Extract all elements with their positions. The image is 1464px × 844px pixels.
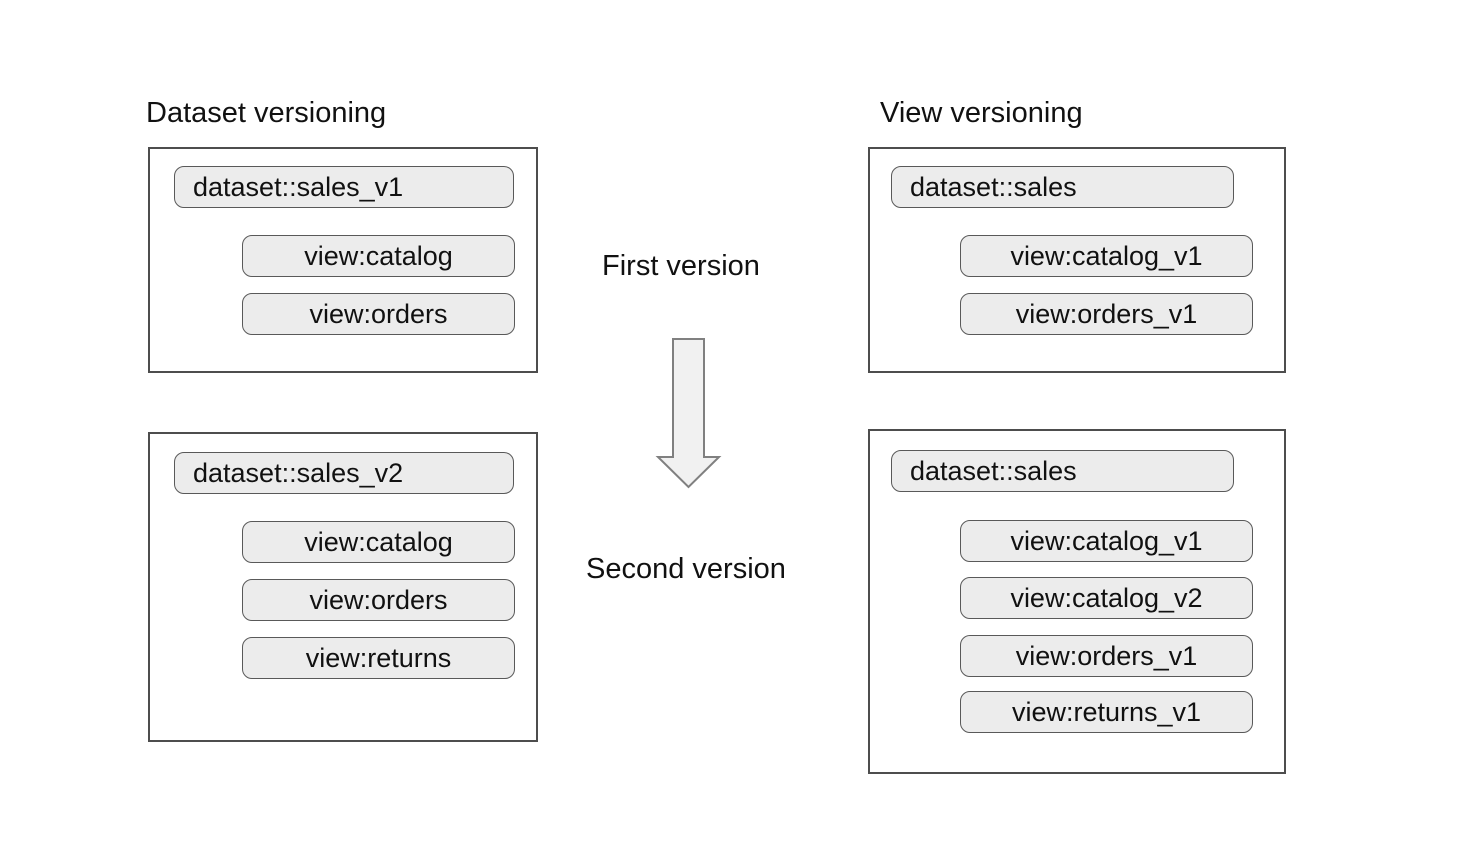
view-pill: view:orders xyxy=(242,293,515,335)
dataset-pill: dataset::sales xyxy=(891,166,1234,208)
first-version-label: First version xyxy=(602,250,760,282)
dataset-versioning-second-box: dataset::sales_v2 view:catalog view:orde… xyxy=(148,432,538,742)
view-pill: view:catalog_v2 xyxy=(960,577,1253,619)
view-pill: view:orders_v1 xyxy=(960,635,1253,677)
view-pill: view:catalog_v1 xyxy=(960,235,1253,277)
dataset-pill: dataset::sales_v2 xyxy=(174,452,514,494)
down-arrow-icon xyxy=(655,337,723,490)
view-pill: view:catalog xyxy=(242,521,515,563)
view-versioning-title: View versioning xyxy=(880,97,1083,129)
view-versioning-second-box: dataset::sales view:catalog_v1 view:cata… xyxy=(868,429,1286,774)
dataset-versioning-first-box: dataset::sales_v1 view:catalog view:orde… xyxy=(148,147,538,373)
view-pill: view:orders_v1 xyxy=(960,293,1253,335)
dataset-pill: dataset::sales xyxy=(891,450,1234,492)
view-pill: view:orders xyxy=(242,579,515,621)
dataset-pill: dataset::sales_v1 xyxy=(174,166,514,208)
second-version-label: Second version xyxy=(586,553,786,585)
dataset-versioning-title: Dataset versioning xyxy=(146,97,387,129)
view-pill: view:returns_v1 xyxy=(960,691,1253,733)
view-pill: view:catalog xyxy=(242,235,515,277)
view-versioning-first-box: dataset::sales view:catalog_v1 view:orde… xyxy=(868,147,1286,373)
view-pill: view:catalog_v1 xyxy=(960,520,1253,562)
view-pill: view:returns xyxy=(242,637,515,679)
